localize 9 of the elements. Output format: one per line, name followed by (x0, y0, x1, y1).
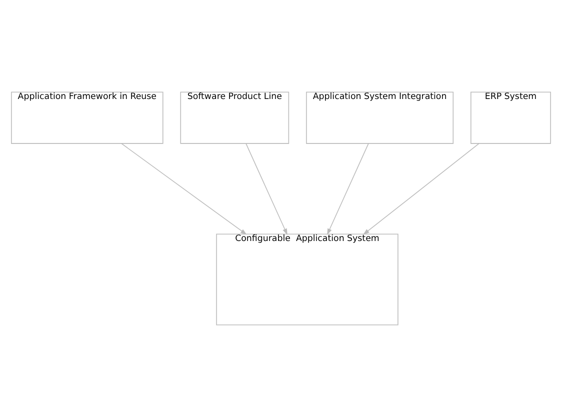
node-box: Application System Integration (306, 92, 454, 144)
node-box: Configurable Application System (216, 234, 398, 326)
node-box: Application Framework in Reuse (11, 92, 164, 144)
node-box: ERP System (470, 92, 551, 144)
arrow (121, 143, 247, 235)
arrow (246, 143, 288, 235)
arrow (327, 143, 369, 235)
node-box: Software Product Line (180, 92, 290, 144)
arrow (363, 143, 480, 235)
